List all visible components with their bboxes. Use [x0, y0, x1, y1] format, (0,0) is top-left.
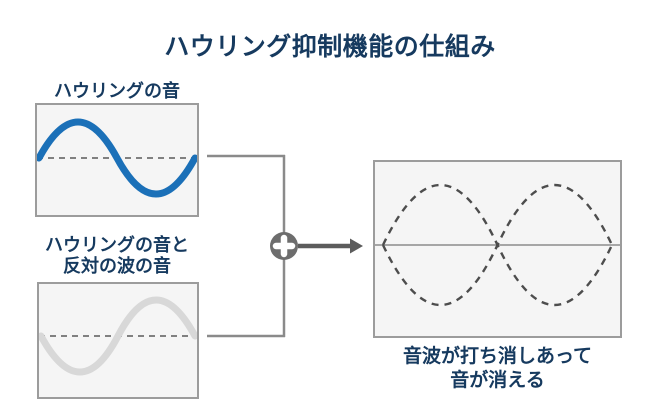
result-caption-line2: 音が消える: [450, 370, 545, 391]
howling-wave-plot: [37, 118, 197, 198]
howling-wave-panel: [35, 103, 199, 217]
result-wave-panel: [373, 160, 622, 338]
plus-icon-circle: [270, 232, 298, 260]
result-wave-plot: [375, 184, 620, 306]
howling-panel-label: ハウリングの音: [54, 81, 180, 101]
result-caption-line1: 音波が打ち消しあって: [402, 346, 593, 367]
result-caption: 音波が打ち消しあって 音が消える: [363, 345, 632, 393]
inverse-panel-label-line1: ハウリングの音と: [45, 235, 189, 255]
arrow-right-icon: [298, 238, 363, 254]
inverse-panel-label: ハウリングの音と 反対の波の音: [17, 235, 217, 277]
howling-sine-wave: [37, 118, 197, 198]
inverse-sine-wave: [39, 296, 197, 376]
inverse-wave-plot: [39, 296, 197, 376]
inverse-panel-label-line2: 反対の波の音: [63, 256, 171, 276]
inverse-wave-panel: [37, 282, 199, 399]
page-title: ハウリング抑制機能の仕組み: [164, 33, 496, 61]
result-dashed-inverse-sine-wave: [381, 184, 614, 306]
arrow-head: [350, 238, 363, 254]
plus-combiner-icon: [270, 232, 298, 260]
